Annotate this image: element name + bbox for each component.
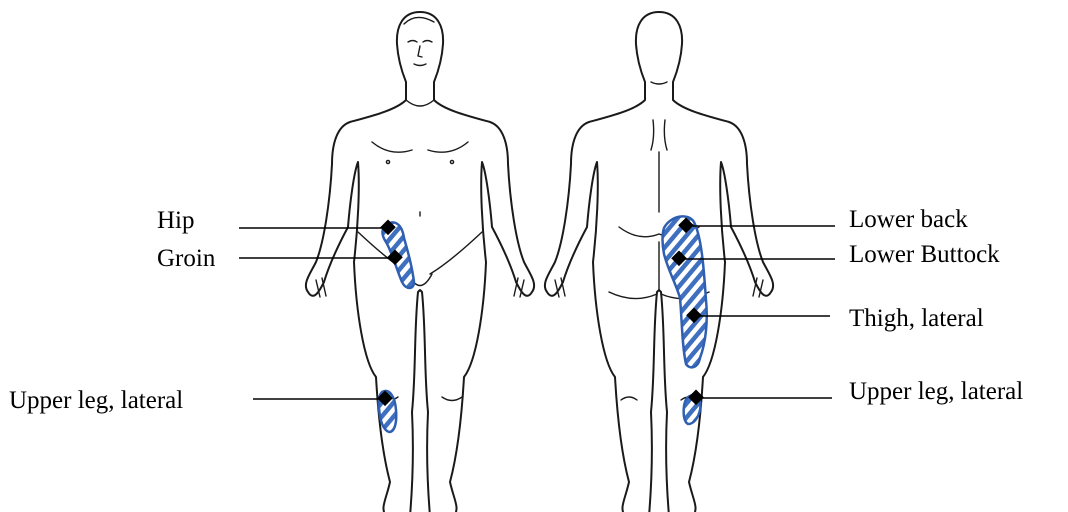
label-back-lower-buttock: Lower Buttock	[849, 241, 1000, 268]
label-back-upper-leg: Upper leg, lateral	[849, 378, 1023, 405]
label-front-hip: Hip	[157, 207, 195, 234]
back-figure	[545, 12, 773, 512]
label-back-thigh: Thigh, lateral	[849, 305, 984, 332]
front-body-outline	[306, 12, 534, 512]
label-front-upper-leg: Upper leg, lateral	[9, 387, 183, 414]
label-front-groin: Groin	[157, 245, 216, 272]
label-back-lower-back: Lower back	[849, 206, 968, 233]
front-figure	[306, 12, 534, 512]
